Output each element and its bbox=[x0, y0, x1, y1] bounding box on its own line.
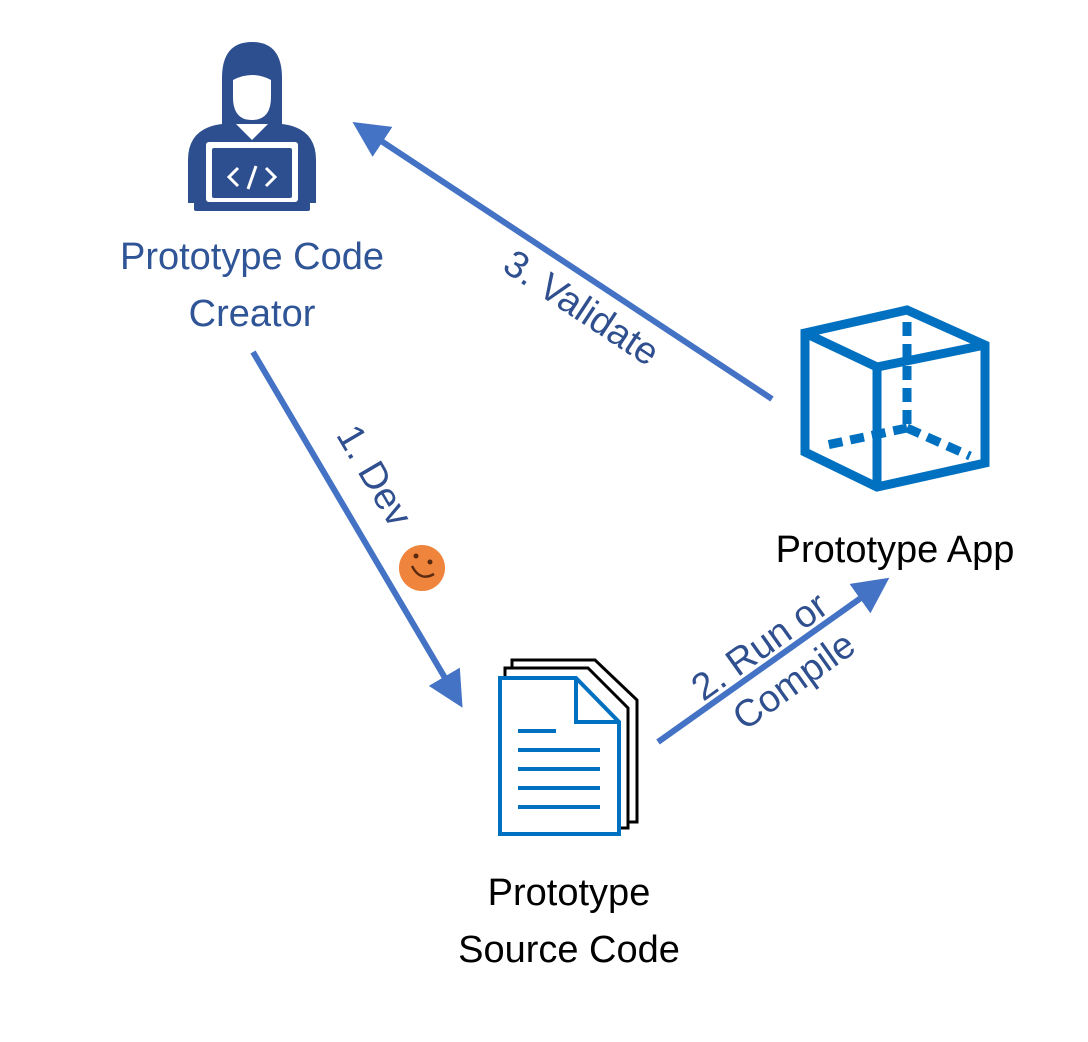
arrow-dev bbox=[250, 350, 463, 708]
app-label: Prototype App bbox=[776, 529, 1015, 571]
smiley-emoji-icon bbox=[399, 545, 445, 591]
arrow-validate bbox=[352, 122, 774, 402]
cube-icon bbox=[800, 305, 990, 492]
source-label-line1: Prototype bbox=[488, 872, 651, 914]
creator-label-line2: Creator bbox=[189, 293, 316, 335]
documents-icon bbox=[498, 658, 639, 836]
arrow-run-compile bbox=[656, 577, 890, 745]
developer-icon bbox=[188, 42, 316, 211]
creator-label-line1: Prototype Code bbox=[120, 236, 384, 278]
edge-label-validate: 3. Validate bbox=[496, 242, 667, 374]
source-label-line2: Source Code bbox=[458, 929, 680, 971]
edge-label-dev: 1. Dev bbox=[328, 418, 420, 534]
